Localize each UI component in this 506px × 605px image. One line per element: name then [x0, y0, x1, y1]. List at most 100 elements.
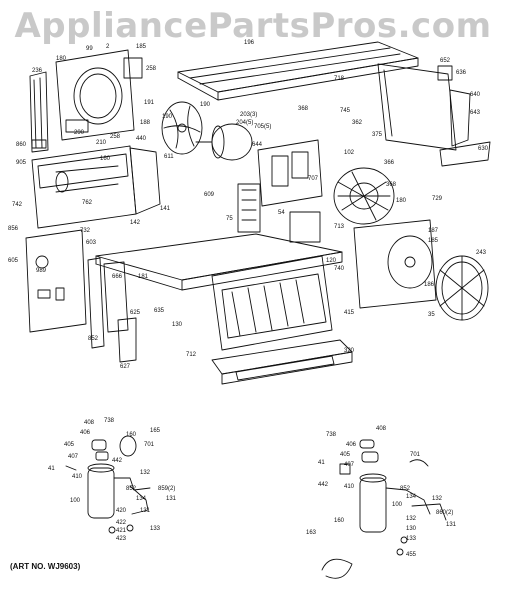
callout-l406: 406	[80, 430, 91, 436]
callout-186: 186	[424, 282, 435, 288]
callout-852: 852	[88, 336, 99, 342]
callout-181: 181	[138, 274, 149, 280]
callout-l408: 408	[84, 420, 95, 426]
callout-258: 258	[146, 66, 157, 72]
callout-160: 160	[100, 156, 111, 162]
callout-203: 203(3)	[240, 112, 257, 118]
callout-54: 54	[278, 210, 285, 216]
base-pan	[95, 233, 343, 291]
callout-713: 713	[334, 224, 345, 230]
callout-625: 625	[130, 310, 141, 316]
callout-r132: 132	[432, 496, 443, 502]
callout-742: 742	[12, 202, 23, 208]
compressor-assembly-left	[65, 435, 151, 534]
callout-180: 180	[56, 56, 67, 62]
callout-603: 603	[86, 240, 97, 246]
callout-627: 627	[120, 364, 131, 370]
callout-l859: 859(2)	[158, 486, 175, 492]
callout-l133: 133	[150, 526, 161, 532]
callout-l100: 100	[70, 498, 81, 504]
compressor-assembly-right	[321, 439, 447, 579]
callout-705: 705(5)	[254, 124, 271, 130]
callout-r130: 130	[406, 526, 417, 532]
callout-r738: 738	[326, 432, 337, 438]
callout-r852: 852	[400, 486, 411, 492]
callout-l701: 701	[144, 442, 155, 448]
callout-r41: 41	[318, 460, 325, 466]
callout-190: 190	[200, 102, 211, 108]
callout-r407: 407	[344, 462, 355, 468]
control-components	[237, 139, 323, 243]
callout-440: 440	[136, 136, 147, 142]
callout-185: 185	[136, 44, 147, 50]
callout-187: 187	[428, 228, 439, 234]
callout-r442: 442	[318, 482, 329, 488]
callout-652: 652	[440, 58, 451, 64]
callout-l131: 131	[166, 496, 177, 502]
callout-905: 905	[16, 160, 27, 166]
callout-644: 644	[252, 142, 263, 148]
callout-191: 191	[144, 100, 155, 106]
callout-989: 989	[36, 268, 47, 274]
callout-729: 729	[432, 196, 443, 202]
callout-102: 102	[344, 150, 355, 156]
callout-196: 196	[244, 40, 255, 46]
callout-r455: 455	[406, 552, 417, 558]
callout-856: 856	[8, 226, 19, 232]
callout-210: 210	[96, 140, 107, 146]
callout-190b: 190	[162, 114, 173, 120]
callout-609: 609	[204, 192, 215, 198]
callout-r405: 405	[340, 452, 351, 458]
callout-707: 707	[308, 176, 319, 182]
condenser-coil	[211, 255, 333, 351]
callout-375: 375	[372, 132, 383, 138]
callout-l423: 423	[116, 536, 127, 542]
callout-368: 368	[298, 106, 309, 112]
fan-motor	[195, 123, 253, 161]
callout-r408: 408	[376, 426, 387, 432]
callout-236: 236	[32, 68, 43, 74]
callout-611: 611	[164, 154, 174, 160]
callout-185b: 185	[428, 238, 439, 244]
callout-r163: 163	[306, 530, 317, 536]
callout-l420: 420	[116, 508, 127, 514]
callout-r860: 860(2)	[436, 510, 453, 516]
callout-362: 362	[352, 120, 363, 126]
callout-l131b: 131	[140, 508, 151, 514]
callout-75: 75	[226, 216, 233, 222]
callout-290: 290	[74, 130, 85, 136]
callout-320: 320	[344, 348, 355, 354]
callout-142: 142	[130, 220, 141, 226]
side-channels	[87, 257, 137, 363]
callout-636: 636	[456, 70, 467, 76]
callout-141: 141	[160, 206, 171, 212]
callout-99: 99	[86, 46, 93, 52]
callout-368b: 368	[386, 182, 397, 188]
callout-712: 712	[186, 352, 197, 358]
callout-120: 120	[326, 258, 337, 264]
callout-130: 130	[172, 322, 183, 328]
top-cover	[177, 41, 419, 101]
callout-l405: 405	[64, 442, 75, 448]
front-panel	[29, 49, 143, 153]
callout-l134: 134	[136, 496, 147, 502]
callout-r100: 100	[392, 502, 403, 508]
callout-l132: 132	[140, 470, 151, 476]
callout-r701: 701	[410, 452, 421, 458]
condenser-fan	[161, 101, 203, 155]
callout-605: 605	[8, 258, 19, 264]
callout-2: 2	[106, 44, 110, 50]
callout-366: 366	[384, 160, 395, 166]
callout-r133: 133	[406, 536, 417, 542]
callout-415: 415	[344, 310, 355, 316]
callout-640: 640	[470, 92, 481, 98]
callout-860: 860	[16, 142, 27, 148]
outdoor-fan	[435, 255, 489, 321]
callout-188: 188	[140, 120, 151, 126]
callout-l421: 421	[116, 528, 127, 534]
callout-745: 745	[340, 108, 351, 114]
callout-l407: 407	[68, 454, 79, 460]
callout-35: 35	[428, 312, 435, 318]
control-panel	[25, 229, 87, 333]
